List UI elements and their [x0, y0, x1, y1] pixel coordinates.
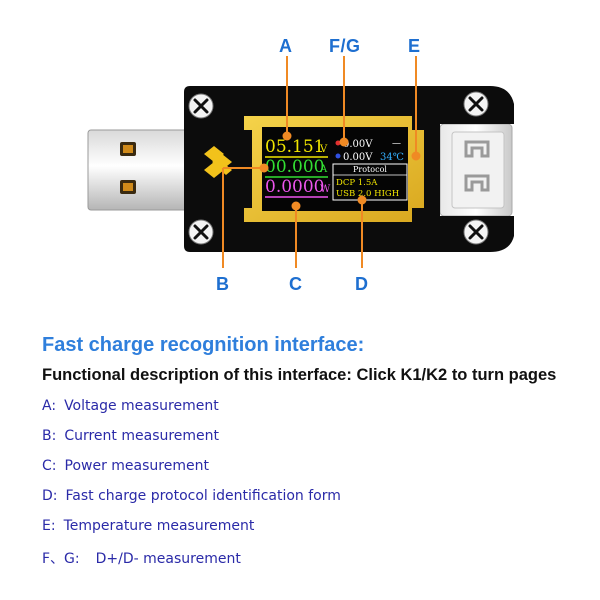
legend-key: C: [42, 458, 57, 474]
legend-key: E: [42, 518, 56, 534]
legend-item-fg: F、G: D+/D- measurement [42, 548, 241, 568]
protocol-line-2: USB 2.0 HIGH [336, 189, 399, 199]
legend-desc: D+/D- measurement [95, 551, 241, 567]
d-minus-value: 0.00V [343, 152, 373, 163]
section-subheading: Functional description of this interface… [42, 366, 557, 384]
current-unit: A [319, 164, 328, 175]
screw-top-left [188, 93, 214, 119]
d-plus-marker [335, 140, 341, 146]
section-heading: Fast charge recognition interface: [42, 334, 365, 356]
legend-key: B: [42, 428, 57, 444]
legend-key: D: [42, 488, 58, 504]
dash-indicator: — [392, 139, 401, 149]
usb-a-receptacle [439, 123, 513, 217]
d-minus-marker [335, 153, 341, 159]
legend-key: F、G: [42, 551, 80, 567]
callout-c: C [289, 274, 303, 294]
leader-lines [222, 56, 421, 268]
legend-item-e: E: Temperature measurement [42, 518, 254, 534]
temperature-value: 34℃ [380, 152, 404, 163]
legend-item-a: A: Voltage measurement [42, 398, 219, 414]
d-plus-value: 0.00V [343, 139, 373, 150]
power-value: 0.0000 [265, 177, 324, 197]
legend-desc: Temperature measurement [63, 518, 255, 534]
legend-item-b: B: Current measurement [42, 428, 219, 444]
protocol-line-1: DCP 1.5A [336, 178, 378, 188]
power-unit: W [320, 184, 331, 195]
callout-fg: F/G [329, 36, 361, 56]
usb-a-plug [87, 129, 191, 211]
legend-item-c: C: Power measurement [42, 458, 209, 474]
legend-key: A: [42, 398, 57, 414]
callout-d: D [355, 274, 369, 294]
screw-top-right [463, 91, 489, 117]
usb-tester-illustration: 05.151 V 00.000 A 0.0000 W 0.00V — 0.00V… [87, 56, 514, 268]
voltage-value: 05.151 [265, 137, 324, 157]
legend-desc: Fast charge protocol identification form [65, 488, 341, 504]
legend-item-d: D: Fast charge protocol identification fo… [42, 488, 341, 504]
lcd-readouts: 05.151 V 00.000 A 0.0000 W 0.00V — 0.00V… [265, 137, 408, 201]
legend-desc: Voltage measurement [64, 398, 219, 414]
legend-desc: Power measurement [64, 458, 209, 474]
callout-a: A [279, 36, 293, 56]
voltage-unit: V [319, 144, 328, 155]
device-diagram: 05.151 V 00.000 A 0.0000 W 0.00V — 0.00V… [87, 36, 514, 294]
callout-e: E [408, 36, 421, 56]
screw-bottom-left [188, 219, 214, 245]
current-value: 00.000 [265, 157, 324, 177]
callout-b: B [216, 274, 230, 294]
protocol-box [332, 163, 408, 201]
protocol-title: Protocol [353, 165, 387, 174]
legend-desc: Current measurement [64, 428, 220, 444]
screw-bottom-right [463, 219, 489, 245]
